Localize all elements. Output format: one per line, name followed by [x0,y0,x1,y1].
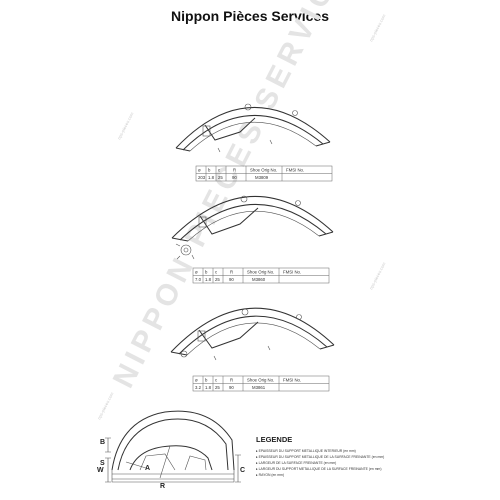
table-1-cell-2: 25 [218,175,223,180]
table-3-header-5: FMSI No. [283,378,301,383]
table-3-header-4: Shoe Orig No. [247,378,274,383]
dimension-label-r: R [160,483,165,490]
table-3-cell-2: 25 [215,385,220,390]
table-3-cell-1: 1.8 [205,385,212,390]
dimension-label-c: C [240,467,245,474]
table-1-header-2: c [218,168,221,173]
spec-table-2: ø b c R Shoe Orig No. FMSI No. 7.0 1.8 2… [192,267,330,284]
table-2-header-5: FMSI No. [283,270,301,275]
table-2-cell-0: 7.0 [195,277,202,282]
table-2-header-3: R [230,270,233,275]
table-1-cell-1: 1.8 [208,175,215,180]
watermark-small-right-2: nps-pieces.com [368,261,386,290]
brake-shoe-3 [170,307,335,361]
table-1-header-5: FMSI No. [286,168,304,173]
page-title: Nippon Pièces Services [171,8,329,24]
spec-table-1: ø b c R Shoe Orig No. FMSI No. 203 1.8 2… [195,165,333,182]
watermark: NIPPON PIECES SERVICES nps-pieces.com np… [96,0,386,420]
table-2-cell-2: 25 [215,277,220,282]
watermark-small-left: nps-pieces.com [116,111,134,140]
dimension-label-w: W [97,467,104,474]
table-3-header-2: c [215,378,218,383]
legend: LEGENDE ▸ EPAISSEUR DU SUPPORT METALLIQU… [256,435,384,477]
dimension-label-s: S [100,460,105,467]
watermark-big: NIPPON PIECES SERVICES [107,0,365,393]
legend-item-3: ▸ LARGEUR DU SUPPORT METALLIQUE DE LA SU… [256,467,381,471]
table-1-cell-0: 203 [198,175,206,180]
spec-table-3: ø b c R Shoe Orig No. FMSI No. 3.2 1.8 2… [192,375,330,392]
brake-shoe-1 [175,103,331,153]
table-2-cell-1: 1.8 [205,277,212,282]
table-1-header-0: ø [198,168,201,173]
table-3-cell-3: 90 [229,385,234,390]
legend-title: LEGENDE [256,435,292,444]
legend-item-1: ▸ EPAISSEUR DU SUPPORT METALLIQUE DE LA … [256,455,384,459]
table-1-header-3: R [233,168,236,173]
watermark-small-left-2: nps-pieces.com [96,391,114,420]
table-1-cell-3: 90 [232,175,237,180]
watermark-small-right: nps-pieces.com [368,13,386,42]
dimension-diagram: B S W A R C [97,410,245,490]
table-2-cell-4: M3860 [252,277,266,282]
brake-shoe-2 [171,195,334,260]
table-2-cell-3: 90 [229,277,234,282]
table-2-header-0: ø [195,270,198,275]
legend-item-2: ▸ LARGEUR DE LA SURFACE FREINANTE (en mm… [256,461,336,465]
legend-item-0: ▸ EPAISSEUR DU SUPPORT METALLIQUE INTERI… [256,449,356,453]
dimension-label-b: B [100,439,105,446]
table-3-cell-4: M3861 [252,385,266,390]
table-3-header-1: b [205,378,208,383]
table-3-cell-0: 3.2 [195,385,202,390]
table-2-header-4: Shoe Orig No. [247,270,274,275]
legend-item-4: ▸ RAYON (en mm) [256,473,284,477]
table-1-cell-4: M3809 [255,175,269,180]
dimension-label-a: A [145,465,150,472]
table-2-header-1: b [205,270,208,275]
table-3-header-3: R [230,378,233,383]
table-1-header-4: Shoe Orig No. [250,168,277,173]
table-3-header-0: ø [195,378,198,383]
table-2-header-2: c [215,270,218,275]
table-1-header-1: b [208,168,211,173]
